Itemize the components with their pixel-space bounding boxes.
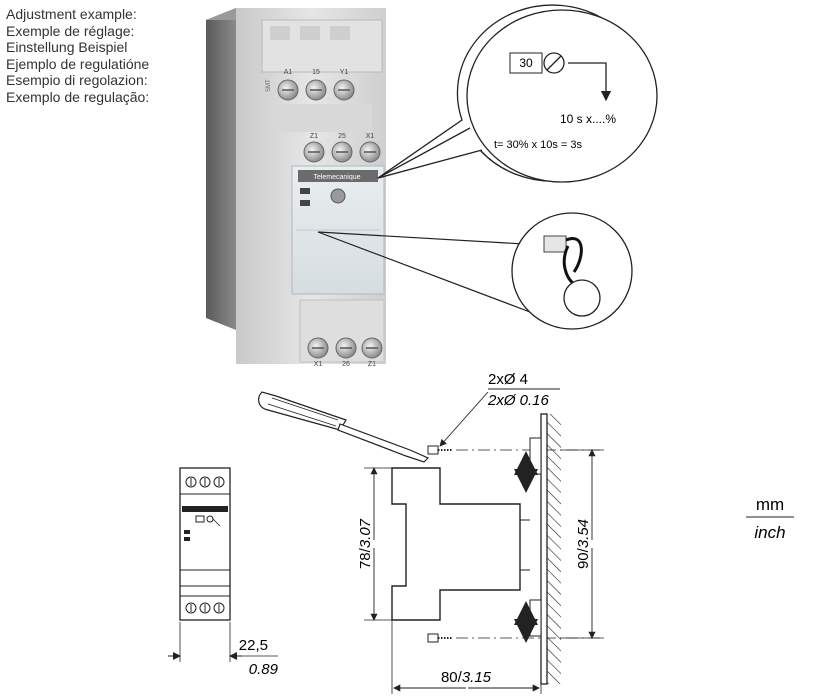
terminal-label: 26 (342, 361, 350, 368)
width-mm-label: 22,5 (239, 637, 268, 654)
side-view-drawing: 2xØ 4 2xØ 0.16 78/3.07 (357, 371, 604, 694)
terminal-label: A1 (284, 69, 293, 76)
depth-mm-label: 80 (441, 669, 458, 686)
depth-inch-label: 3.15 (462, 669, 492, 686)
mounting-screw-icon (427, 445, 439, 455)
relay-side-panel (206, 8, 236, 330)
unit-imperial-label: inch (754, 523, 785, 542)
terminal-label: Z1 (310, 133, 318, 140)
rail-mm-label: 90 (575, 552, 592, 569)
lead-seal-icon (563, 279, 601, 317)
brand-strip (298, 170, 378, 182)
rail-inch-label: 3.54 (575, 519, 592, 548)
front-view-brand-strip (182, 506, 228, 512)
terminal-label: Z1 (368, 361, 376, 368)
wall-hatching (547, 414, 561, 684)
relay-device-illustration: A1 15 Y1 Z1 25 X1 Telemecanique (206, 8, 386, 368)
rail-bracket (529, 599, 542, 637)
depth-dimension-label: 80/3.15 (441, 669, 492, 686)
seal-clip-icon (543, 235, 567, 253)
mounting-screw-icon (427, 633, 439, 643)
side-label: SMT (266, 79, 272, 92)
brand-label: Telemecanique (313, 174, 360, 181)
formula-text: t= 30% x 10s = 3s (494, 139, 583, 151)
height-dimension-label: 78/3.07 (357, 518, 374, 569)
front-view-drawing: 22,5 0.89 (168, 467, 279, 678)
dial-value: 30 (519, 56, 533, 70)
caption-line: Esempio di regolazion: (6, 72, 148, 88)
adjustment-dial-icon (330, 188, 346, 204)
terminal-label: 25 (338, 133, 346, 140)
terminal-label: X1 (366, 133, 375, 140)
hole-metric-label: 2xØ 4 (488, 371, 528, 388)
terminal-label: 15 (312, 69, 320, 76)
caption-line: Exemple de réglage: (6, 22, 135, 39)
seal-callout (317, 212, 633, 330)
caption-line: Ejemplo de regulatióne (6, 55, 150, 72)
caption-line: Exemplo de regulação: (6, 88, 150, 105)
height-mm-label: 78 (357, 552, 374, 569)
dial-value-box (509, 52, 543, 74)
setting-callout: 30 10 s x....% t= 30% x 10s = 3s (377, 4, 658, 183)
terminal-label: Y1 (340, 69, 349, 76)
unit-legend: mm inch (746, 495, 794, 542)
caption-line: Einstellung Beispiel (6, 39, 128, 55)
mounting-wall (540, 413, 548, 685)
terminal-label: X1 (314, 361, 323, 368)
height-inch-label: 3.07 (357, 518, 374, 548)
rail-bracket (529, 437, 542, 475)
caption-line: Adjustment example: (6, 6, 137, 22)
hole-inch-label: 2xØ 0.16 (487, 392, 550, 409)
screwdriver-icon (258, 391, 430, 463)
caption-list: Adjustment example: Exemple de réglage: … (6, 6, 149, 105)
device-side-profile (391, 467, 521, 621)
rail-dimension-label: 90/3.54 (575, 519, 592, 569)
unit-metric-label: mm (756, 495, 784, 514)
width-inch-label: 0.89 (249, 661, 279, 678)
range-text: 10 s x....% (560, 112, 616, 126)
